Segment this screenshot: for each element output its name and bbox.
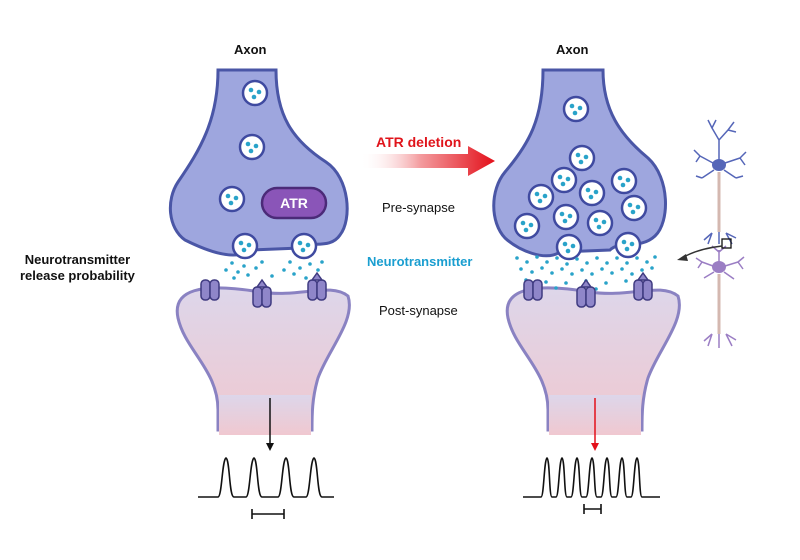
left-postsynaptic-spine bbox=[175, 286, 351, 432]
synaptic-vesicle-icon bbox=[555, 233, 583, 261]
arrow-icon bbox=[591, 443, 599, 451]
right-receptors bbox=[523, 271, 653, 308]
receptor-channel-icon bbox=[576, 278, 596, 308]
synaptic-vesicle-icon bbox=[578, 179, 606, 207]
right-scale-bar bbox=[583, 504, 602, 514]
neurotransmitter-label: Neurotransmitter bbox=[367, 254, 473, 269]
left-neurotransmitter bbox=[224, 260, 324, 280]
left-vesicles bbox=[218, 79, 318, 260]
atr-deletion-label: ATR deletion bbox=[376, 134, 462, 150]
left-scale-bar bbox=[251, 509, 285, 519]
arrow-icon bbox=[677, 254, 688, 261]
synaptic-vesicle-icon bbox=[562, 95, 590, 123]
receptor-channel-icon bbox=[200, 279, 220, 301]
release-probability-line1: Neurotransmitter bbox=[24, 252, 131, 267]
right-synapse bbox=[492, 68, 681, 514]
receptor-channel-icon bbox=[633, 271, 653, 301]
synaptic-vesicle-icon bbox=[620, 194, 648, 222]
post-synapse-label: Post-synapse bbox=[379, 303, 458, 318]
synaptic-vesicle-icon bbox=[238, 133, 266, 161]
axon-label-right: Axon bbox=[556, 42, 589, 57]
upper-neuron bbox=[693, 119, 747, 245]
zoom-box bbox=[721, 238, 732, 249]
synaptic-vesicle-icon bbox=[568, 144, 596, 172]
left-postsynaptic-shaft bbox=[219, 395, 311, 435]
synaptic-vesicle-icon bbox=[527, 183, 555, 211]
receptor-channel-icon bbox=[252, 278, 272, 308]
right-vesicles bbox=[513, 95, 648, 261]
pre-synapse-label: Pre-synapse bbox=[382, 200, 455, 215]
synaptic-vesicle-icon bbox=[586, 209, 614, 237]
left-receptors bbox=[200, 271, 327, 308]
arrow-icon bbox=[266, 443, 274, 451]
synaptic-vesicle-icon bbox=[513, 212, 541, 240]
neuron-icon bbox=[677, 119, 747, 348]
axon-label-left: Axon bbox=[234, 42, 267, 57]
release-probability-line2: release probability bbox=[20, 268, 135, 283]
synaptic-vesicle-icon bbox=[614, 231, 642, 259]
zoom-pointer-line bbox=[681, 245, 723, 259]
atr-deletion-arrow bbox=[360, 146, 495, 176]
right-spike-trace bbox=[523, 457, 660, 498]
synaptic-vesicle-icon bbox=[552, 203, 580, 231]
left-synapse: ATR bbox=[168, 68, 351, 519]
synaptic-vesicle-icon bbox=[241, 79, 269, 107]
right-postsynaptic-spine bbox=[505, 286, 681, 432]
left-spike-trace bbox=[198, 457, 334, 498]
receptor-channel-icon bbox=[307, 271, 327, 301]
synaptic-vesicle-icon bbox=[218, 185, 246, 213]
synaptic-vesicle-icon bbox=[550, 166, 578, 194]
atr-protein bbox=[260, 186, 328, 220]
right-neurotransmitter bbox=[515, 255, 657, 291]
release-probability-label: Neurotransmitter release probability bbox=[20, 252, 135, 284]
synaptic-vesicle-icon bbox=[610, 167, 638, 195]
receptor-channel-icon bbox=[523, 279, 543, 301]
atr-protein-label: ATR bbox=[280, 195, 308, 211]
lower-neuron bbox=[695, 245, 745, 348]
synaptic-vesicle-icon bbox=[231, 232, 259, 260]
synaptic-vesicle-icon bbox=[290, 232, 318, 260]
